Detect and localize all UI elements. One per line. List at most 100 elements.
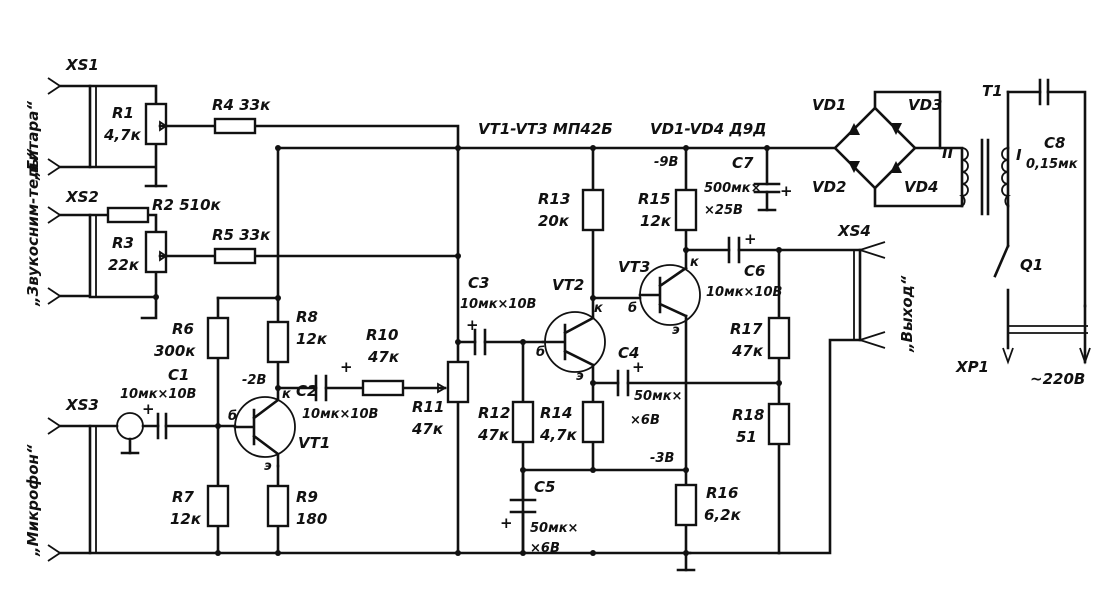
c4-plus: + xyxy=(632,358,645,376)
c6-plus: + xyxy=(744,230,757,248)
vd2-ref: VD2 xyxy=(812,178,847,196)
c8-ref: C8 xyxy=(1044,134,1065,152)
voltage-minus3: -3В xyxy=(650,451,674,466)
r5-label: R5 33к xyxy=(212,226,271,244)
vd1-ref: VD1 xyxy=(812,96,847,114)
xs2-name: „Звукосним-тель“ xyxy=(24,148,42,307)
vt3-collector-pin: к xyxy=(690,255,700,270)
r10-ref: R10 xyxy=(366,326,398,344)
r8-value: 12к xyxy=(296,330,328,348)
c3-value: 10мк×10В xyxy=(460,297,537,312)
c6-ref: C6 xyxy=(744,262,765,280)
vt1-emitter-pin: э xyxy=(264,459,272,474)
r3-value: 22к xyxy=(108,256,140,274)
r17-ref: R17 xyxy=(730,320,763,338)
c7-value2: ×25В xyxy=(704,203,743,218)
power-switch-symbol xyxy=(993,244,1010,278)
c5-ref: C5 xyxy=(534,478,555,496)
r11-ref: R11 xyxy=(412,398,444,416)
r14-ref: R14 xyxy=(540,404,572,422)
c3-ref: C3 xyxy=(468,274,489,292)
r15-value: 12к xyxy=(640,212,672,230)
voltage-minus9: -9В xyxy=(654,155,678,170)
transistor-symbols xyxy=(233,264,701,468)
c4-ref: C4 xyxy=(618,344,639,362)
xs4-name: „Выход“ xyxy=(898,275,916,353)
c5-value2: ×6В xyxy=(530,541,560,556)
c1-plus: + xyxy=(142,400,155,418)
c1-value: 10мк×10В xyxy=(120,387,197,402)
c7-ref: C7 xyxy=(732,154,754,172)
r12-value: 47к xyxy=(477,426,510,444)
r18-ref: R18 xyxy=(732,406,764,424)
r6-ref: R6 xyxy=(172,320,194,338)
r8-ref: R8 xyxy=(296,308,318,326)
r4-label: R4 33к xyxy=(212,96,271,114)
r13-value: 20к xyxy=(538,212,570,230)
c5-plus: + xyxy=(500,514,513,532)
vt2-emitter-pin: э xyxy=(576,369,584,384)
xs1-ref: XS1 xyxy=(65,56,99,74)
resistor-symbols xyxy=(106,102,791,528)
transistors-header: VT1-VT3 МП42Б xyxy=(478,120,613,138)
transformer-symbol xyxy=(959,138,1011,216)
xs2-ref: XS2 xyxy=(65,188,99,206)
c2-plus: + xyxy=(340,358,353,376)
c2-value: 10мк×10В xyxy=(302,407,379,422)
vt1-collector-pin: к xyxy=(282,387,292,402)
t1-secondary: II xyxy=(942,144,954,162)
connector-symbols xyxy=(47,77,1091,572)
vd3-ref: VD3 xyxy=(908,96,943,114)
r2-label: R2 510к xyxy=(152,196,222,214)
t1-primary: I xyxy=(1016,146,1022,164)
r10-value: 47к xyxy=(367,348,400,366)
r18-value: 51 xyxy=(736,428,757,446)
diode-symbols xyxy=(848,123,902,173)
vt2-collector-pin: к xyxy=(594,301,604,316)
c5-value: 50мк× xyxy=(530,521,578,536)
r3-ref: R3 xyxy=(112,234,134,252)
r15-ref: R15 xyxy=(638,190,670,208)
c2-ref: C2 xyxy=(296,382,317,400)
r16-ref: R16 xyxy=(706,484,738,502)
capacitor-symbols xyxy=(116,78,1050,514)
vt1-ref: VT1 xyxy=(298,434,330,452)
r1-value: 4,7к xyxy=(103,126,142,144)
c6-value: 10мк×10В xyxy=(706,285,783,300)
xs3-name: „Микрофон“ xyxy=(24,444,42,557)
vt1-base-pin: б xyxy=(228,409,237,424)
r9-ref: R9 xyxy=(296,488,318,506)
vt3-emitter-pin: э xyxy=(672,323,680,338)
c7-value: 500мк× xyxy=(704,181,761,196)
junction-dots xyxy=(153,145,782,556)
r7-value: 12к xyxy=(170,510,202,528)
vt3-ref: VT3 xyxy=(618,258,650,276)
r17-value: 47к xyxy=(731,342,764,360)
c8-value: 0,15мк xyxy=(1026,157,1079,172)
vd4-ref: VD4 xyxy=(904,178,939,196)
xp1-ref: XP1 xyxy=(955,358,989,376)
wiring xyxy=(58,84,1087,572)
c4-value2: ×6В xyxy=(630,413,660,428)
c1-ref: C1 xyxy=(168,366,189,384)
r11-value: 47к xyxy=(411,420,444,438)
t1-ref: T1 xyxy=(982,82,1003,100)
r6-value: 300к xyxy=(154,342,196,360)
r13-ref: R13 xyxy=(538,190,570,208)
q1-ref: Q1 xyxy=(1020,256,1043,274)
xs3-ref: XS3 xyxy=(65,396,99,414)
vt3-base-pin: б xyxy=(628,301,637,316)
c7-plus: + xyxy=(780,182,793,200)
r12-ref: R12 xyxy=(478,404,510,422)
r14-value: 4,7к xyxy=(539,426,578,444)
labels: VT1-VT3 МП42Б VD1-VD4 Д9Д XS1 „Гитара“ X… xyxy=(24,56,1085,557)
voltage-minus2: -2В xyxy=(242,373,266,388)
r16-value: 6,2к xyxy=(704,506,742,524)
c4-value: 50мк× xyxy=(634,389,682,404)
diodes-header: VD1-VD4 Д9Д xyxy=(650,120,767,138)
c3-plus: + xyxy=(466,316,479,334)
xs4-ref: XS4 xyxy=(837,222,871,240)
vt2-ref: VT2 xyxy=(552,276,584,294)
vt2-base-pin: б xyxy=(536,345,545,360)
